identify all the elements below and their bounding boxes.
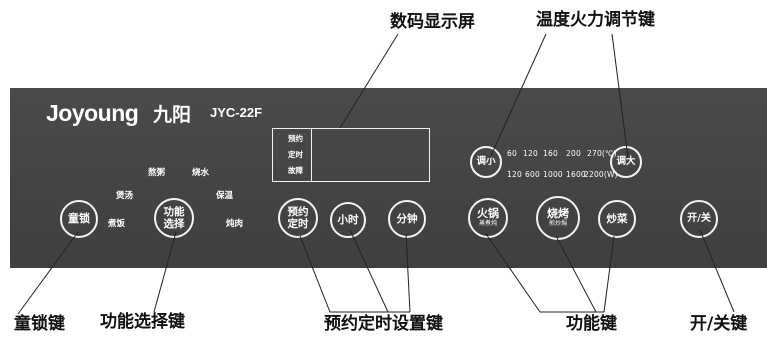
status-fault: 故障 [288, 166, 303, 175]
function-select-label-2: 选择 [163, 218, 185, 230]
bake-sublabel: 煎炒焗 [548, 219, 567, 227]
mode-stew-meat: 炖肉 [226, 219, 244, 229]
temp-scale-270: 270(℃) [587, 149, 617, 158]
callout-power-key: 开/关键 [690, 314, 748, 334]
temp-down-label: 调小 [476, 155, 496, 167]
hotpot-label: 火锅 [477, 207, 499, 221]
function-select-label-1: 功能 [163, 205, 185, 218]
hour-label: 小时 [337, 213, 359, 226]
mode-cook-rice: 煮饭 [108, 219, 126, 229]
temp-scale-60: 60 [507, 149, 517, 158]
model-number: JYC-22F [210, 105, 263, 120]
control-panel: Joyoung 九阳 JYC-22F 预约 定时 故障 煮饭 煲汤 熬粥 烧水 … [10, 88, 767, 268]
bake-button[interactable]: 烧烤 煎炒焗 [536, 196, 580, 240]
callout-temp-power-adjust: 温度火力调节键 [536, 10, 655, 30]
mode-boil-water: 烧水 [192, 168, 210, 178]
child-lock-button[interactable]: 童锁 [60, 200, 98, 238]
temp-scale-120: 120 [523, 149, 538, 158]
temp-scale-160: 160 [543, 149, 558, 158]
digital-display: 预约 定时 故障 [272, 128, 430, 182]
status-indicators: 预约 定时 故障 [273, 129, 312, 181]
power-scale-1000: 1000 [543, 170, 563, 179]
temp-down-button[interactable]: 调小 [470, 146, 502, 178]
preset-timer-label-1: 预约 [287, 205, 309, 218]
power-scale-120: 120 [507, 170, 522, 179]
child-lock-label: 童锁 [68, 211, 90, 225]
minute-button[interactable]: 分钟 [388, 200, 426, 238]
callout-function-keys: 功能键 [566, 314, 617, 334]
callout-display-screen: 数码显示屏 [390, 12, 475, 32]
brand-cn: 九阳 [153, 104, 192, 126]
status-timer: 定时 [288, 150, 303, 159]
hour-button[interactable]: 小时 [330, 202, 366, 238]
hotpot-button[interactable]: 火锅 蒸煮炖 [468, 198, 508, 238]
power-scale-2200: 2200(W) [584, 170, 618, 179]
power-label: 开/关 [687, 213, 711, 225]
callout-child-lock: 童锁键 [14, 314, 65, 334]
bake-label: 烧烤 [547, 207, 569, 221]
preset-timer-button[interactable]: 预约 定时 [278, 198, 318, 238]
temp-up-label: 调大 [616, 155, 636, 167]
callout-timer-set: 预约定时设置键 [324, 314, 443, 334]
mode-keep-warm: 保温 [216, 191, 234, 201]
temp-scale-200: 200 [566, 149, 581, 158]
status-preset: 预约 [288, 134, 303, 143]
callout-function-select: 功能选择键 [100, 312, 185, 332]
preset-timer-label-2: 定时 [287, 218, 309, 230]
power-scale-1600: 1600 [566, 170, 586, 179]
mode-congee: 熬粥 [148, 168, 166, 178]
mode-soup: 煲汤 [116, 191, 134, 201]
stirfry-button[interactable]: 炒菜 [598, 200, 636, 238]
power-scale-600: 600 [525, 170, 540, 179]
function-select-button[interactable]: 功能 选择 [154, 198, 194, 238]
hotpot-sublabel: 蒸煮炖 [478, 219, 497, 227]
stirfry-label: 炒菜 [606, 212, 628, 225]
brand-logo: Joyoung [46, 100, 139, 126]
minute-label: 分钟 [396, 212, 418, 225]
power-button[interactable]: 开/关 [680, 200, 718, 238]
